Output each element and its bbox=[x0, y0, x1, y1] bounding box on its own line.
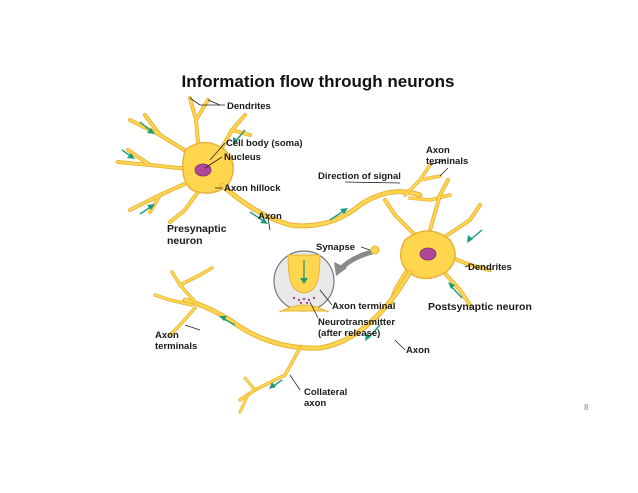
label-axon-terminal: Axon terminal bbox=[332, 301, 395, 312]
label-dendrites-right: Dendrites bbox=[468, 262, 512, 273]
label-axon-terminals-left-2: terminals bbox=[155, 341, 197, 352]
label-collateral: Collateral bbox=[304, 387, 347, 398]
flow-arrows bbox=[121, 121, 483, 389]
label-cell-body: Cell body (soma) bbox=[226, 138, 303, 149]
leader-lines bbox=[184, 97, 471, 391]
label-axon-terminals-left: Axon bbox=[155, 330, 179, 341]
postsynaptic-nucleus bbox=[419, 247, 437, 261]
label-axon-terminals-top-2: terminals bbox=[426, 156, 468, 167]
label-collateral-axon: axon bbox=[304, 398, 326, 409]
label-presynaptic: Presynaptic bbox=[167, 223, 227, 235]
label-axon-terminals-top: Axon bbox=[426, 145, 450, 156]
diagram-title: Information flow through neurons bbox=[182, 72, 455, 91]
label-presynaptic-neuron: neuron bbox=[167, 235, 203, 247]
postsynaptic-neuron bbox=[153, 178, 492, 414]
zoom-arrow-icon bbox=[334, 262, 347, 276]
label-dendrites-top: Dendrites bbox=[227, 101, 271, 112]
synapse-inset bbox=[273, 245, 380, 313]
label-neurotransmitter: Neurotransmitter bbox=[318, 317, 395, 328]
label-axon-top: Axon bbox=[258, 211, 282, 222]
label-direction-of-signal: Direction of signal bbox=[318, 171, 401, 182]
label-synapse: Synapse bbox=[316, 242, 355, 253]
label-axon-hillock: Axon hillock bbox=[224, 183, 281, 194]
page-number: 8 bbox=[584, 403, 589, 412]
presynaptic-neuron bbox=[116, 96, 452, 229]
label-after-release: (after release) bbox=[318, 328, 380, 339]
label-nucleus: Nucleus bbox=[224, 152, 261, 163]
label-postsynaptic-neuron: Postsynaptic neuron bbox=[428, 301, 532, 313]
label-axon-bottom: Axon bbox=[406, 345, 430, 356]
